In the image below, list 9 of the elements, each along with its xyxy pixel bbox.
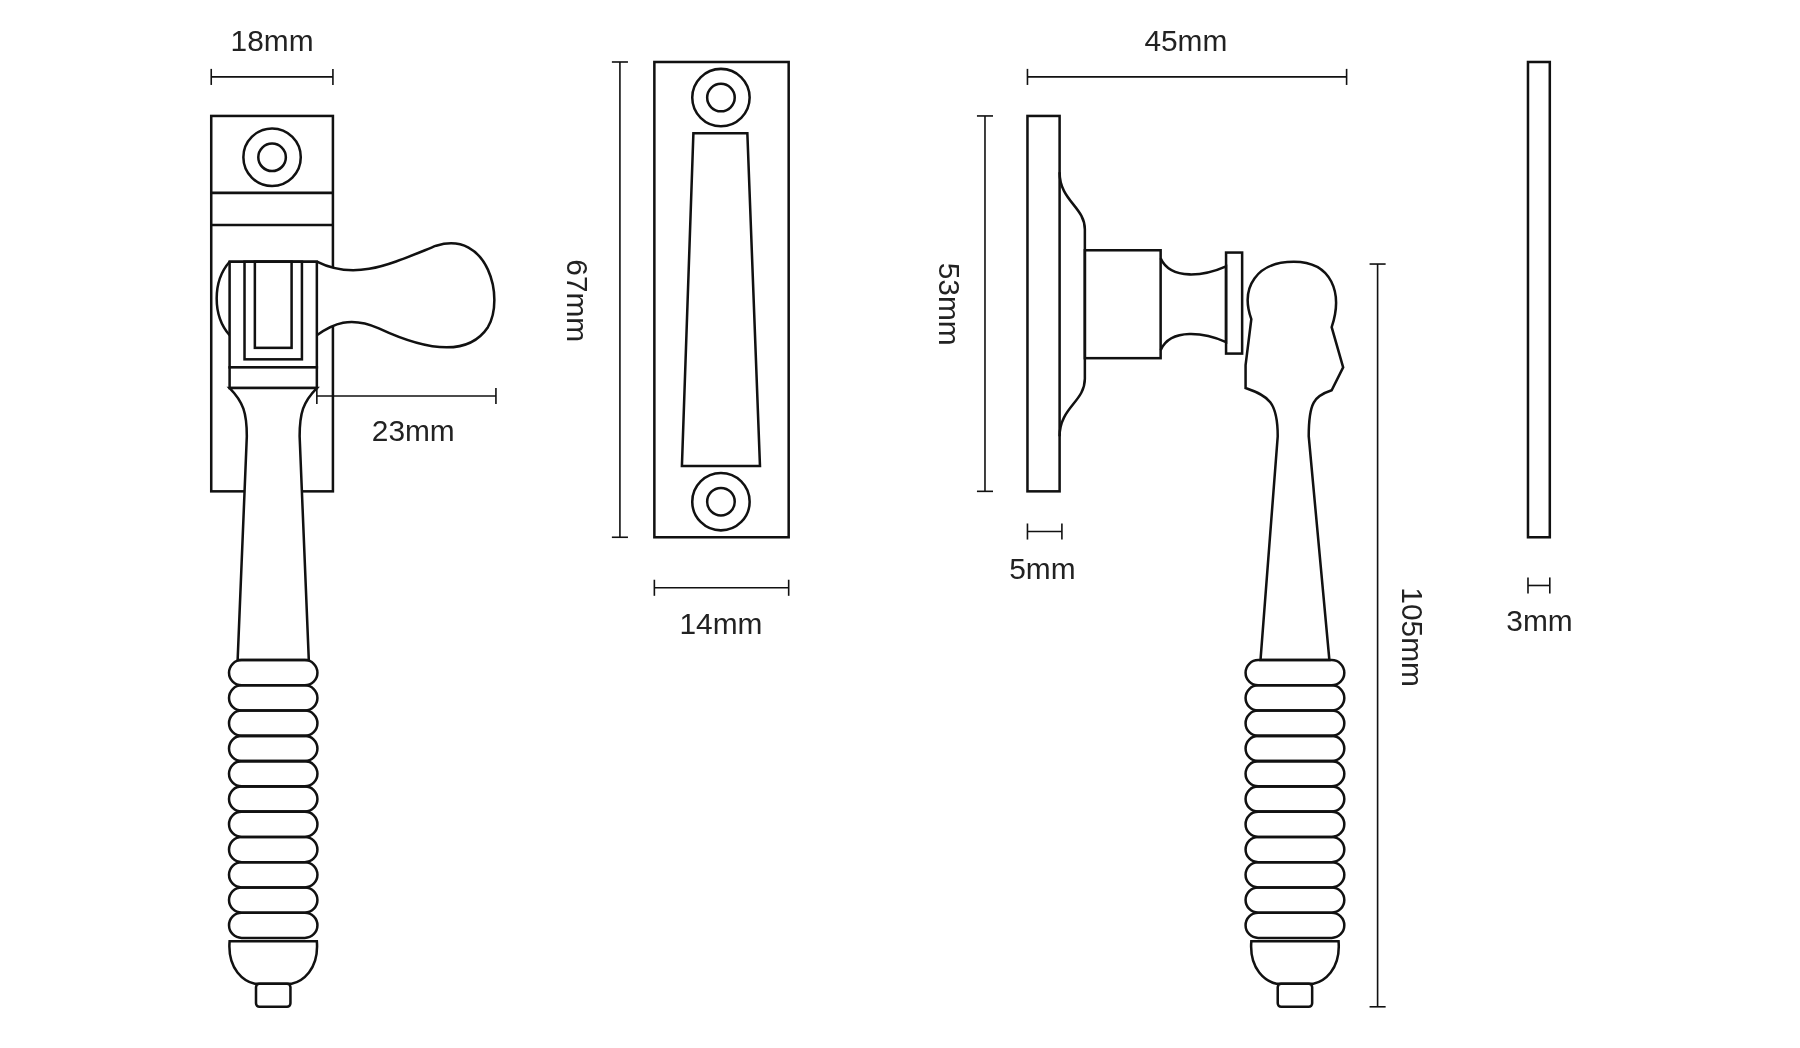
dimension-label: 14mm (679, 608, 763, 639)
dimension-label: 23mm (371, 415, 455, 446)
dimension-label: 67mm (562, 259, 593, 343)
dimension-label: 105mm (1397, 587, 1427, 687)
dimension-label: 5mm (1009, 553, 1076, 584)
dimension-label: 45mm (1144, 25, 1228, 56)
dimension-label: 3mm (1506, 606, 1573, 636)
dimension-label: 53mm (934, 262, 965, 346)
dimension-label: 18mm (230, 25, 314, 56)
